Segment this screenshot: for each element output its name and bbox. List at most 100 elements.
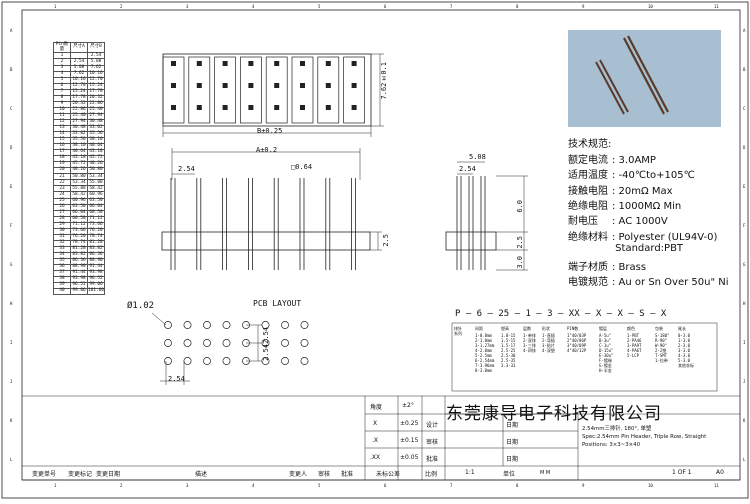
dim-2-5: 2.5 — [516, 236, 524, 249]
pin-square-dim: □0.64 — [291, 163, 313, 171]
pcb-hole — [281, 321, 289, 329]
part-number-code: P — 6 — 25 — 1 — 3 — XX — X — X — S — X — [455, 309, 667, 319]
spec-line: 适用温度: -40℃to+105℃ — [568, 166, 695, 181]
table-cell: 40 — [53, 288, 71, 296]
ruler-letter: I — [743, 340, 746, 345]
ruler-letter: H — [743, 301, 746, 306]
pin-square — [300, 61, 305, 66]
pin-table-header: 尺寸A — [70, 41, 88, 54]
pcb-layout-holes — [164, 321, 309, 365]
part-number-col-body: 0-3.0 1-3.0 2-3.0 3-3.0 4-3.0 5-3.0 其他非标 — [678, 333, 694, 368]
revision-col-header: 变更人 — [289, 471, 308, 478]
spec-key: 端子材质 — [568, 262, 608, 274]
pin-square — [248, 83, 254, 88]
revision-col-header: 批准 — [341, 471, 354, 478]
date-label-1: 日期 — [506, 422, 519, 429]
part-number-col-header: 排针 系列 — [454, 326, 462, 336]
ruler-letter: K — [10, 418, 13, 423]
part-number-col-header: 包装 — [655, 326, 663, 331]
front-view — [161, 178, 371, 270]
ruler-number: 4 — [252, 483, 255, 488]
spec-line: 端子材质: Brass — [568, 258, 646, 273]
pin-segment-outline — [343, 56, 365, 124]
part-number-col-header: 间距 — [475, 326, 483, 331]
scale-value: 1:1 — [465, 469, 475, 476]
tol-x-value: ±0.25 — [400, 420, 419, 427]
pin-square — [248, 105, 254, 110]
spec-key: 电镀规范 — [568, 277, 608, 289]
pcb-hole — [183, 321, 192, 329]
ruler-letter: C — [10, 106, 13, 111]
design-label: 设计 — [426, 422, 439, 429]
ruler-letter: B — [10, 67, 13, 72]
ruler-letter: G — [743, 262, 746, 267]
ruler-letter: J — [743, 379, 746, 384]
spec-key: 适用温度 — [568, 170, 608, 182]
ruler-letter: D — [743, 145, 746, 150]
pin-square — [222, 83, 228, 88]
spec-line: 电镀规范: Au or Sn Over 50u" Ni — [568, 273, 729, 288]
spec-value: : 3.0AMP — [612, 155, 656, 166]
part-number-col-header: 形状 — [542, 326, 550, 331]
ruler-number: 7 — [450, 4, 453, 9]
part-number-col-body: 1-直插 2-弯插 3-贴片 4-双塑 — [542, 333, 555, 353]
pin-segment-outline — [162, 56, 185, 124]
top-view-outline — [162, 53, 372, 127]
pcb-hole — [164, 321, 172, 329]
ruler-number: 1 — [54, 483, 57, 488]
revision-col-header: 审核 — [318, 471, 331, 478]
pin-square — [274, 105, 280, 110]
ruler-letter: D — [10, 145, 13, 150]
a-width-dim: A±0.2 — [256, 146, 278, 154]
scale-label: 比例 — [425, 471, 438, 478]
spec-key: 额定电流 — [568, 155, 608, 166]
ruler-letter: A — [10, 28, 13, 33]
pin-square — [248, 61, 254, 66]
pcb-pitch-h-dim: 2.54 — [168, 375, 185, 383]
pcb-hole — [300, 339, 309, 347]
date-label-3: 日期 — [506, 456, 519, 463]
pcb-pitch-v-dim: 2.54 — [262, 327, 270, 344]
unit-value: M M — [540, 470, 551, 476]
table-cell: 50.80 — [87, 167, 105, 175]
ruler-letter: J — [10, 379, 13, 384]
spec-line: 额定电流 : 3.0AMP — [568, 151, 656, 166]
pin-segment-outline — [317, 56, 340, 124]
pcb-hole — [300, 357, 309, 365]
revision-col-header: 描述 — [195, 471, 208, 478]
side-pitch-dim: 2.54 — [459, 165, 476, 173]
spec-value: Standard:PBT — [612, 242, 684, 254]
spec-line: 接触电阻: 20mΩ Max — [568, 182, 673, 197]
ruler-letter: E — [10, 184, 13, 189]
revision-col-header: 变更日期 — [96, 471, 121, 478]
pin-square — [171, 83, 176, 88]
side-view-body — [445, 231, 497, 251]
ruler-number: 11 — [714, 4, 719, 9]
table-cell: 99.06 — [70, 288, 88, 296]
body-height-dim: 2.5 — [382, 234, 390, 247]
ruler-number: 10 — [648, 4, 653, 9]
tol-angle-value: ±2° — [402, 402, 414, 409]
pcb-hole — [203, 357, 211, 365]
pcb-hole — [222, 357, 231, 365]
pin-square — [300, 83, 305, 88]
tol-x2-value: ±0.05 — [400, 454, 419, 461]
part-number-col-header: 层数 — [523, 326, 531, 331]
pin-segment-outline — [291, 56, 314, 124]
part-number-col-body: 1-单排 2-双排 3-三排 4-四排 — [523, 333, 536, 353]
part-number-col-body: 1-0.8mm 2-1.0mm 3-1.27mm 4-2.0mm 5-2.5mm… — [475, 333, 495, 373]
spec-key: 绝缘电阻 — [568, 200, 608, 212]
revision-col-header: 变更标记 — [68, 471, 93, 478]
pcb-hole — [164, 339, 172, 347]
tol-angle-label: 角度 — [370, 404, 383, 411]
pin-segment-outline — [265, 56, 288, 124]
ruler-letter: H — [10, 301, 13, 306]
pin-segment-outline — [188, 56, 211, 124]
pin-square — [196, 83, 202, 88]
